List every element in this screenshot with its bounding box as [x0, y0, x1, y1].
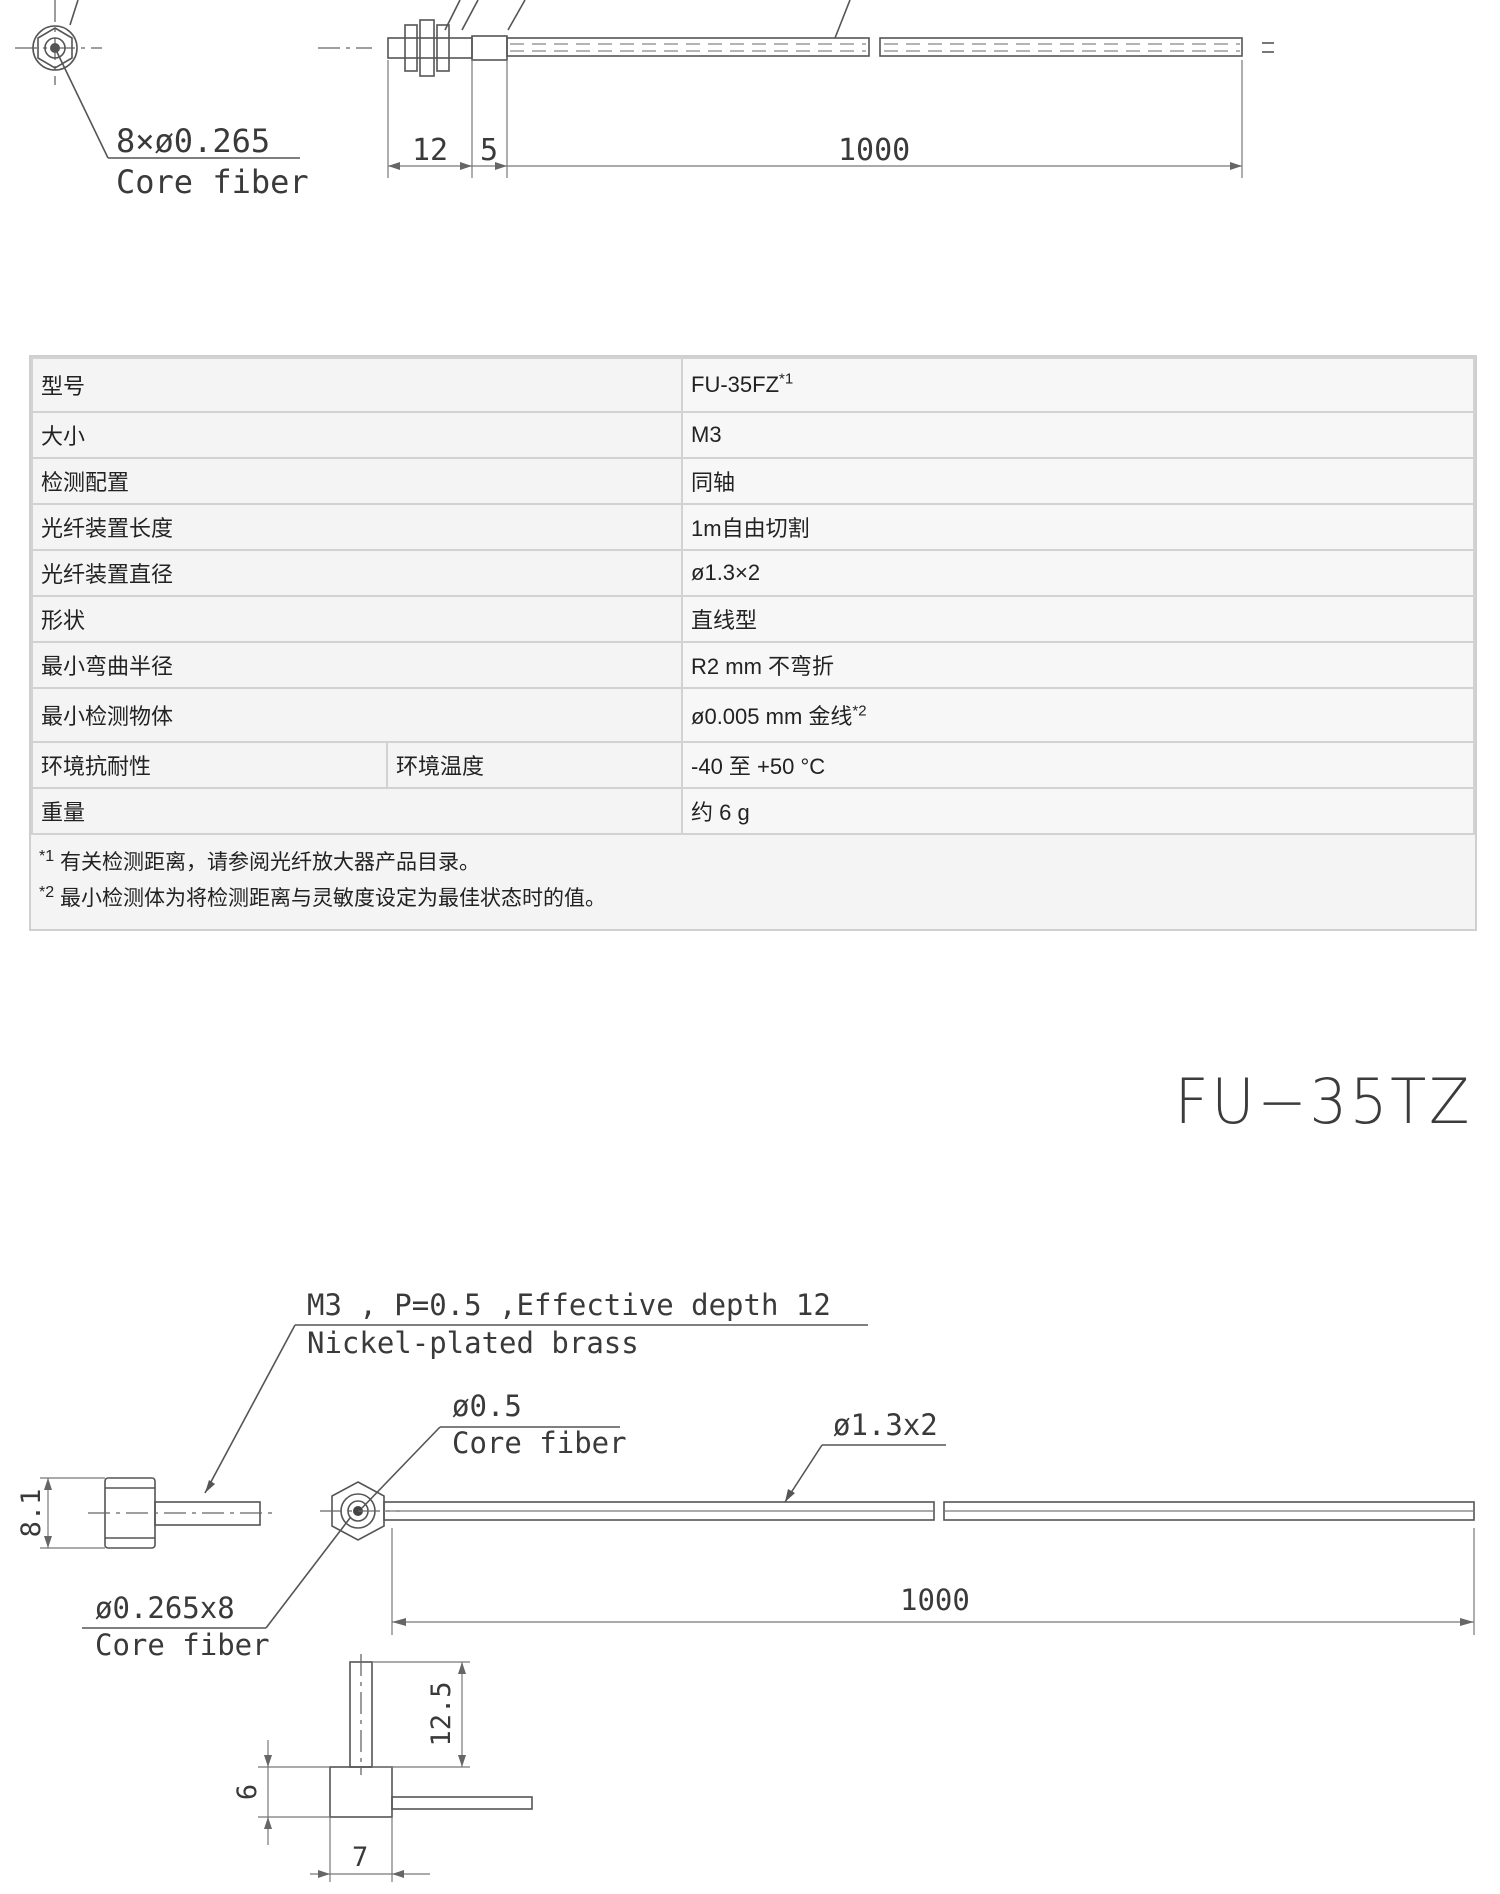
spec-value: M3: [681, 411, 1475, 459]
spec-value: -40 至 +50 °C: [681, 741, 1475, 789]
table-row: 光纤装置直径 ø1.3×2: [30, 549, 1475, 597]
bottom-drawing: M3 , P=0.5 ,Effective depth 12 Nickel-pl…: [16, 1288, 1475, 1882]
model-title: FU−35TZ: [1174, 1065, 1472, 1138]
dim-hex: 8.1: [16, 1489, 47, 1538]
cable-size-label: ø1.3x2: [833, 1408, 938, 1442]
spec-label: 最小检测物体: [30, 687, 684, 743]
footnote: *2 最小检测体为将检测距离与灵敏度设定为最佳状态时的值。: [39, 884, 606, 911]
top-dim-a: 12: [412, 133, 448, 168]
footnote-mark: *1: [779, 370, 794, 388]
footnotes: *1 有关检测距离，请参阅光纤放大器产品目录。 *2 最小检测体为将检测距离与灵…: [31, 835, 1475, 929]
spec-value: FU-35FZ*1: [681, 357, 1475, 413]
thread-material-label: Nickel-plated brass: [307, 1326, 639, 1360]
spec-sublabel: 环境温度: [385, 741, 684, 789]
spec-value: R2 mm 不弯折: [681, 641, 1475, 689]
top-drawing: 8×ø0.265 Core fiber 12 5 1000: [15, 0, 1274, 200]
top-end-view: [15, 0, 300, 159]
outer-core-name: Core fiber: [95, 1628, 270, 1662]
length-dimension: [391, 1528, 1475, 1635]
dim-width: 7: [352, 1842, 368, 1873]
cable-leader: [784, 1444, 946, 1503]
spec-label: 形状: [30, 595, 684, 643]
top-dim-length: 1000: [838, 133, 910, 168]
spec-label: 重量: [30, 787, 684, 835]
spec-value: 1m自由切割: [681, 503, 1475, 551]
table-row: 最小检测物体 ø0.005 mm 金线*2: [30, 687, 1475, 743]
profile-view: [258, 1654, 533, 1882]
table-row: 环境抗耐性 环境温度 -40 至 +50 °C: [31, 741, 1475, 789]
table-row: 最小弯曲半径 R2 mm 不弯折: [30, 641, 1475, 689]
spec-table: 型号 FU-35FZ*1 大小 M3 检测配置 同轴 光纤装置长度 1m自由切割…: [29, 355, 1477, 931]
table-row: 型号 FU-35FZ*1: [30, 357, 1475, 413]
spec-label: 光纤装置直径: [30, 549, 684, 597]
fiber-cable: [383, 1501, 1475, 1521]
table-row: 检测配置 同轴: [30, 457, 1475, 505]
center-core-name: Core fiber: [452, 1426, 627, 1460]
spec-value: 约 6 g: [681, 787, 1475, 835]
spec-label: 型号: [30, 357, 684, 413]
center-core-size: ø0.5: [452, 1389, 522, 1423]
spec-label: 最小弯曲半径: [30, 641, 684, 689]
spec-value: 直线型: [681, 595, 1475, 643]
center-core-leader: [361, 1426, 620, 1509]
spec-label: 检测配置: [30, 457, 684, 505]
dim-height: 12.5: [426, 1681, 457, 1746]
footnote-mark: *2: [852, 702, 867, 720]
spec-label: 环境抗耐性: [31, 741, 388, 789]
thread-spec-label: M3 , P=0.5 ,Effective depth 12: [307, 1288, 831, 1322]
left-head-view: [40, 1477, 272, 1549]
dim-length: 1000: [900, 1583, 970, 1617]
spec-value: 同轴: [681, 457, 1475, 505]
outer-core-leader: [82, 1517, 351, 1629]
footnote: *1 有关检测距离，请参阅光纤放大器产品目录。: [39, 848, 480, 875]
top-dim-b: 5: [480, 133, 498, 168]
table-row: 形状 直线型: [30, 595, 1475, 643]
spec-label: 大小: [30, 411, 684, 459]
top-side-view: [318, 0, 1274, 178]
top-core-label-name: Core fiber: [116, 163, 309, 200]
table-row: 光纤装置长度 1m自由切割: [30, 503, 1475, 551]
dim-base: 6: [232, 1784, 263, 1800]
table-row: 大小 M3: [30, 411, 1475, 459]
spec-value: ø0.005 mm 金线*2: [681, 687, 1475, 743]
top-core-label-size: 8×ø0.265: [116, 122, 270, 160]
spec-value: ø1.3×2: [681, 549, 1475, 597]
thread-callout-leader: [204, 1324, 868, 1494]
table-row: 重量 约 6 g: [30, 787, 1475, 835]
outer-core-size: ø0.265x8: [95, 1591, 235, 1625]
spec-label: 光纤装置长度: [30, 503, 684, 551]
